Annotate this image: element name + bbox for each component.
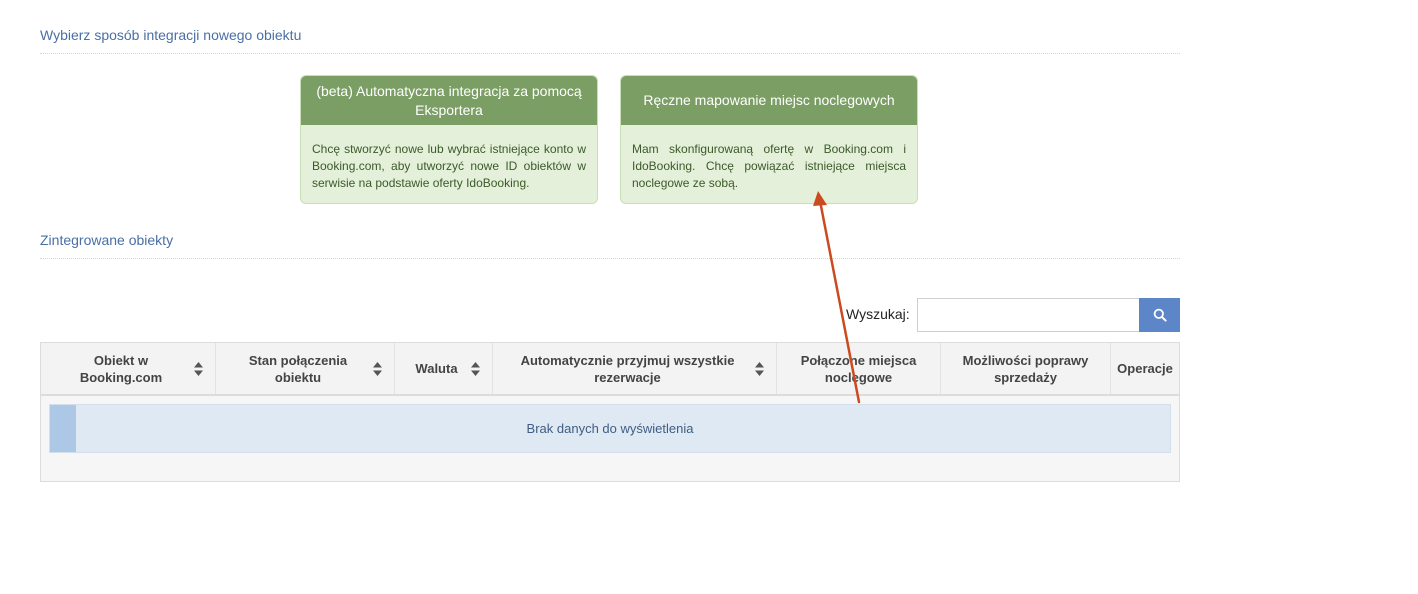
table-header: Obiekt w Booking.com Stan połączenia obi… xyxy=(41,343,1179,396)
column-header-label: Obiekt w Booking.com xyxy=(79,352,163,385)
row-marker xyxy=(50,405,76,452)
column-header-label: Możliwości poprawy sprzedaży xyxy=(962,352,1089,385)
column-header-booking-object[interactable]: Obiekt w Booking.com xyxy=(41,343,216,394)
sort-icon xyxy=(373,361,382,376)
search-input[interactable] xyxy=(917,298,1139,332)
empty-message: Brak danych do wyświetlenia xyxy=(526,421,694,436)
column-header-connection-state[interactable]: Stan połączenia obiektu xyxy=(216,343,395,394)
auto-integration-card[interactable]: (beta) Automatyczna integracja za pomocą… xyxy=(300,75,598,204)
manual-mapping-card-description: Mam skonfigurowaną ofertę w Booking.com … xyxy=(632,142,906,190)
search-button[interactable] xyxy=(1139,298,1180,332)
column-header-label: Automatycznie przyjmuj wszystkie rezerwa… xyxy=(520,352,735,385)
manual-mapping-card-title: Ręczne mapowanie miejsc noclegowych xyxy=(621,76,917,125)
auto-integration-card-title: (beta) Automatyczna integracja za pomocą… xyxy=(301,76,597,125)
integrated-objects-table: Obiekt w Booking.com Stan połączenia obi… xyxy=(40,342,1180,482)
auto-integration-card-description: Chcę stworzyć nowe lub wybrać istniejące… xyxy=(312,142,586,190)
search-label: Wyszukaj: xyxy=(846,306,910,322)
column-header-label: Waluta xyxy=(415,361,458,376)
sort-icon xyxy=(471,361,480,376)
search-icon xyxy=(1153,308,1167,322)
column-header-sales-improvement: Możliwości poprawy sprzedaży xyxy=(941,343,1111,394)
integration-method-heading: Wybierz sposób integracji nowego obiektu xyxy=(40,27,1180,54)
column-header-connected-places: Połączone miejsca noclegowe xyxy=(777,343,941,394)
column-header-auto-accept[interactable]: Automatycznie przyjmuj wszystkie rezerwa… xyxy=(493,343,777,394)
manual-mapping-card[interactable]: Ręczne mapowanie miejsc noclegowych Mam … xyxy=(620,75,918,204)
sort-icon xyxy=(755,361,764,376)
integrated-objects-heading: Zintegrowane obiekty xyxy=(40,232,1180,259)
column-header-label: Połączone miejsca noclegowe xyxy=(800,352,917,385)
column-header-operations: Operacje xyxy=(1111,343,1179,394)
column-header-label: Stan połączenia obiektu xyxy=(248,352,348,385)
column-header-currency[interactable]: Waluta xyxy=(395,343,493,394)
column-header-label: Operacje xyxy=(1117,361,1173,376)
empty-table-row: Brak danych do wyświetlenia xyxy=(49,404,1171,453)
sort-icon xyxy=(194,361,203,376)
